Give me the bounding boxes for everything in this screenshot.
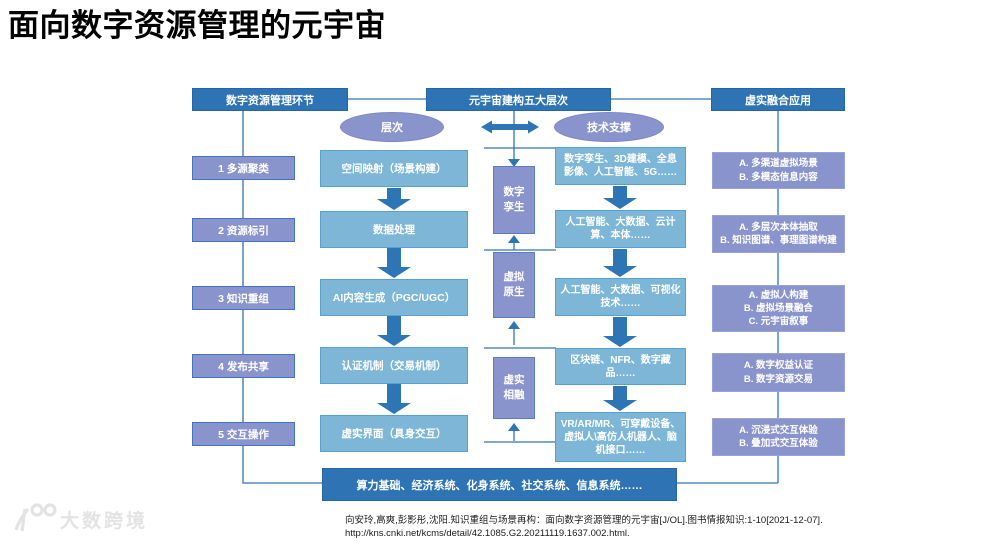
citation-line2: http://kns.cnki.net/kcms/detail/42.1085.…	[345, 528, 630, 540]
tech-vr-ar-mr-devices: VR/AR/MR、可穿戴设备、虚拟人\高仿人机器人、脑机接口……	[555, 412, 686, 462]
down-arrowhead-icon	[508, 159, 520, 167]
block-arrow-down-icon	[377, 316, 411, 346]
process-authentication-mechanism: 认证机制（交易机制）	[320, 347, 468, 384]
app-ontology-extraction: A. 多层次本体抽取 B. 知识图谱、事理图谱构建	[712, 215, 845, 253]
block-arrow-down-icon	[603, 249, 637, 277]
up-arrowhead-icon	[508, 235, 520, 243]
ellipse-tech-support: 技术支撑	[554, 112, 664, 142]
block-arrow-down-icon	[377, 384, 411, 414]
infrastructure-box: 算力基础、经济系统、化身系统、社交系统、信息系统……	[322, 468, 677, 501]
page-title: 面向数字资源管理的元宇宙	[8, 8, 386, 43]
logo-icon	[14, 503, 57, 532]
tech-ai-bigdata-cloud: 人工智能、大数据、云计算、本体……	[555, 210, 686, 248]
block-arrow-down-icon	[603, 186, 637, 209]
app-interactive-experience: A. 沉浸式交互体验 B. 叠加式交互体验	[712, 418, 845, 456]
double-arrow-icon	[481, 120, 539, 134]
tech-digital-twin-modeling: 数字孪生、3D建模、全息影像、人工智能、5G……	[555, 147, 686, 185]
app-digital-rights: A. 数字权益认证 B. 数字资源交易	[712, 353, 845, 392]
step-publish-share: 4 发布共享	[192, 354, 295, 378]
block-arrow-down-icon	[603, 317, 637, 347]
header-management-steps: 数字资源管理环节	[192, 88, 348, 111]
block-arrow-down-icon	[603, 386, 637, 411]
tech-blockchain-nfr: 区块链、NFR、数字藏品……	[555, 348, 686, 385]
process-ai-content-generation: AI内容生成（PGC/UGC）	[320, 279, 468, 316]
step-resource-indexing: 2 资源标引	[192, 218, 295, 242]
header-applications: 虚实融合应用	[711, 88, 845, 111]
watermark-logo: 大数跨境	[12, 500, 148, 538]
layer-virtual-native: 虚拟原生	[493, 252, 535, 318]
step-knowledge-reorganization: 3 知识重组	[192, 286, 295, 310]
step-multi-source-clustering: 1 多源聚类	[192, 156, 295, 180]
header-metaverse-layers: 元宇宙建构五大层次	[426, 88, 611, 111]
process-spatial-mapping: 空间映射（场景构建）	[320, 150, 468, 187]
tech-ai-bigdata-visualization: 人工智能、大数据、可视化技术……	[555, 278, 686, 316]
up-arrowhead-icon	[508, 423, 520, 431]
process-virtual-real-interface: 虚实界面（具身交互）	[320, 415, 468, 452]
app-virtual-human: A. 虚拟人构建 B. 虚拟场景融合 C. 元宇宙叙事	[712, 285, 845, 332]
step-interactive-operation: 5 交互操作	[192, 422, 295, 446]
layer-digital-twin: 数字孪生	[493, 166, 535, 234]
up-arrowhead-icon	[508, 321, 520, 329]
citation: 向安玲,高爽,彭影彤,沈阳.知识重组与场景再构：面向数字资源管理的元宇宙[J/O…	[345, 514, 925, 541]
layer-virtual-real-fusion: 虚实相融	[493, 357, 535, 419]
ellipse-layers: 层次	[340, 112, 444, 142]
block-arrow-down-icon	[377, 188, 411, 210]
app-virtual-scenes: A. 多渠道虚拟场景 B. 多模态信息内容	[712, 152, 845, 189]
process-data-processing: 数据处理	[320, 211, 468, 248]
logo-text: 大数跨境	[60, 510, 149, 532]
citation-line1: 向安玲,高爽,彭影彤,沈阳.知识重组与场景再构：面向数字资源管理的元宇宙[J/O…	[345, 515, 823, 526]
block-arrow-down-icon	[377, 248, 411, 278]
